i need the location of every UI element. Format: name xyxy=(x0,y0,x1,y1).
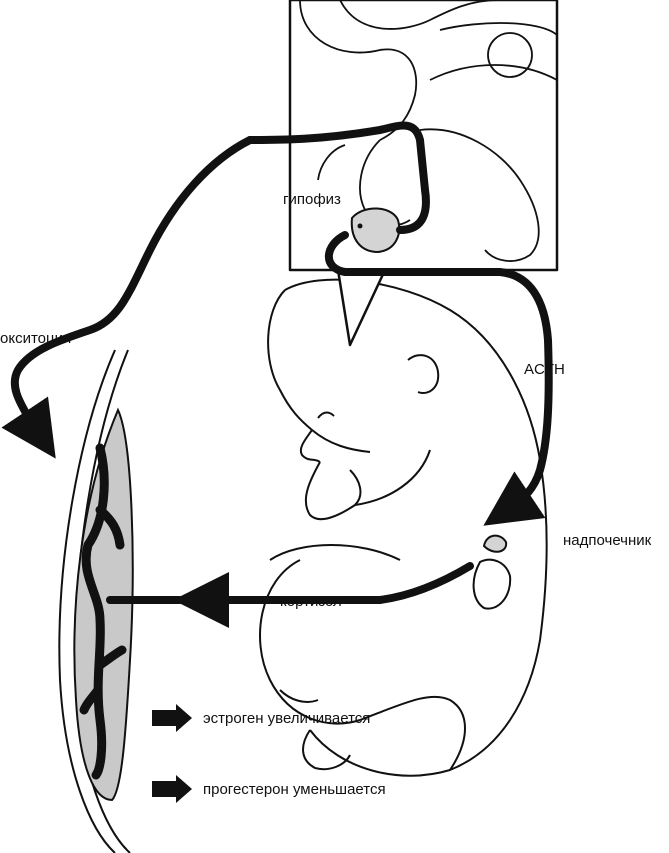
cortisol-arrow xyxy=(173,562,474,628)
acth-arrow xyxy=(246,121,430,234)
adrenal-gland xyxy=(472,534,512,610)
progesterone-arrow-icon xyxy=(152,775,192,803)
oxytocin-arrow xyxy=(1,396,56,459)
label-cortisol: кортизол xyxy=(280,593,342,610)
label-acth: ACTH xyxy=(524,361,565,378)
estrogen-arrow-icon xyxy=(152,704,192,732)
pituitary-gland xyxy=(350,207,401,254)
fetus xyxy=(259,278,548,777)
hormone-pathways xyxy=(1,121,553,628)
label-adrenal: надпочечник xyxy=(563,532,652,549)
placental-vessels xyxy=(79,443,127,780)
label-progesterone: прогестерон уменьшается xyxy=(203,781,386,798)
result-arrows xyxy=(152,704,192,803)
label-estrogen: эстроген увеличивается xyxy=(203,710,371,727)
label-pituitary: гипофиз xyxy=(283,191,341,208)
label-oxytocin: окситоцин xyxy=(0,330,72,347)
